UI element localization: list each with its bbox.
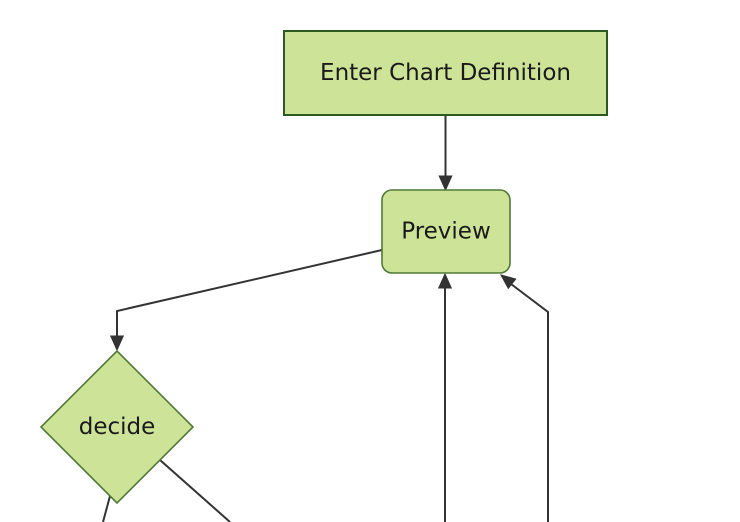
edge-preview-to-decide	[116, 249, 383, 337]
edge-decide-to-offscreen-right	[159, 459, 231, 522]
arrowhead-into-preview-bottom-right	[500, 274, 517, 290]
enter-chart-definition-box	[283, 30, 608, 116]
edge-offscreen-to-preview-bent	[510, 283, 549, 522]
preview-box	[381, 189, 511, 274]
node-decide: decide	[39, 349, 195, 505]
enter-chart-definition-label: Enter Chart Definition	[320, 60, 571, 86]
arrowhead-into-preview-bottom	[437, 272, 453, 289]
decide-diamond	[39, 349, 195, 505]
node-enter-chart-definition: Enter Chart Definition	[283, 30, 608, 116]
edge-layer	[102, 115, 549, 522]
arrowhead-into-decide-top	[109, 335, 125, 352]
node-preview: Preview	[381, 189, 511, 274]
decide-label: decide	[79, 414, 156, 440]
preview-label: Preview	[401, 219, 491, 245]
arrowhead-into-preview-top	[438, 175, 453, 192]
edge-decide-to-offscreen-left	[102, 495, 111, 522]
node-layer: Enter Chart Definition Preview decide	[39, 30, 608, 505]
